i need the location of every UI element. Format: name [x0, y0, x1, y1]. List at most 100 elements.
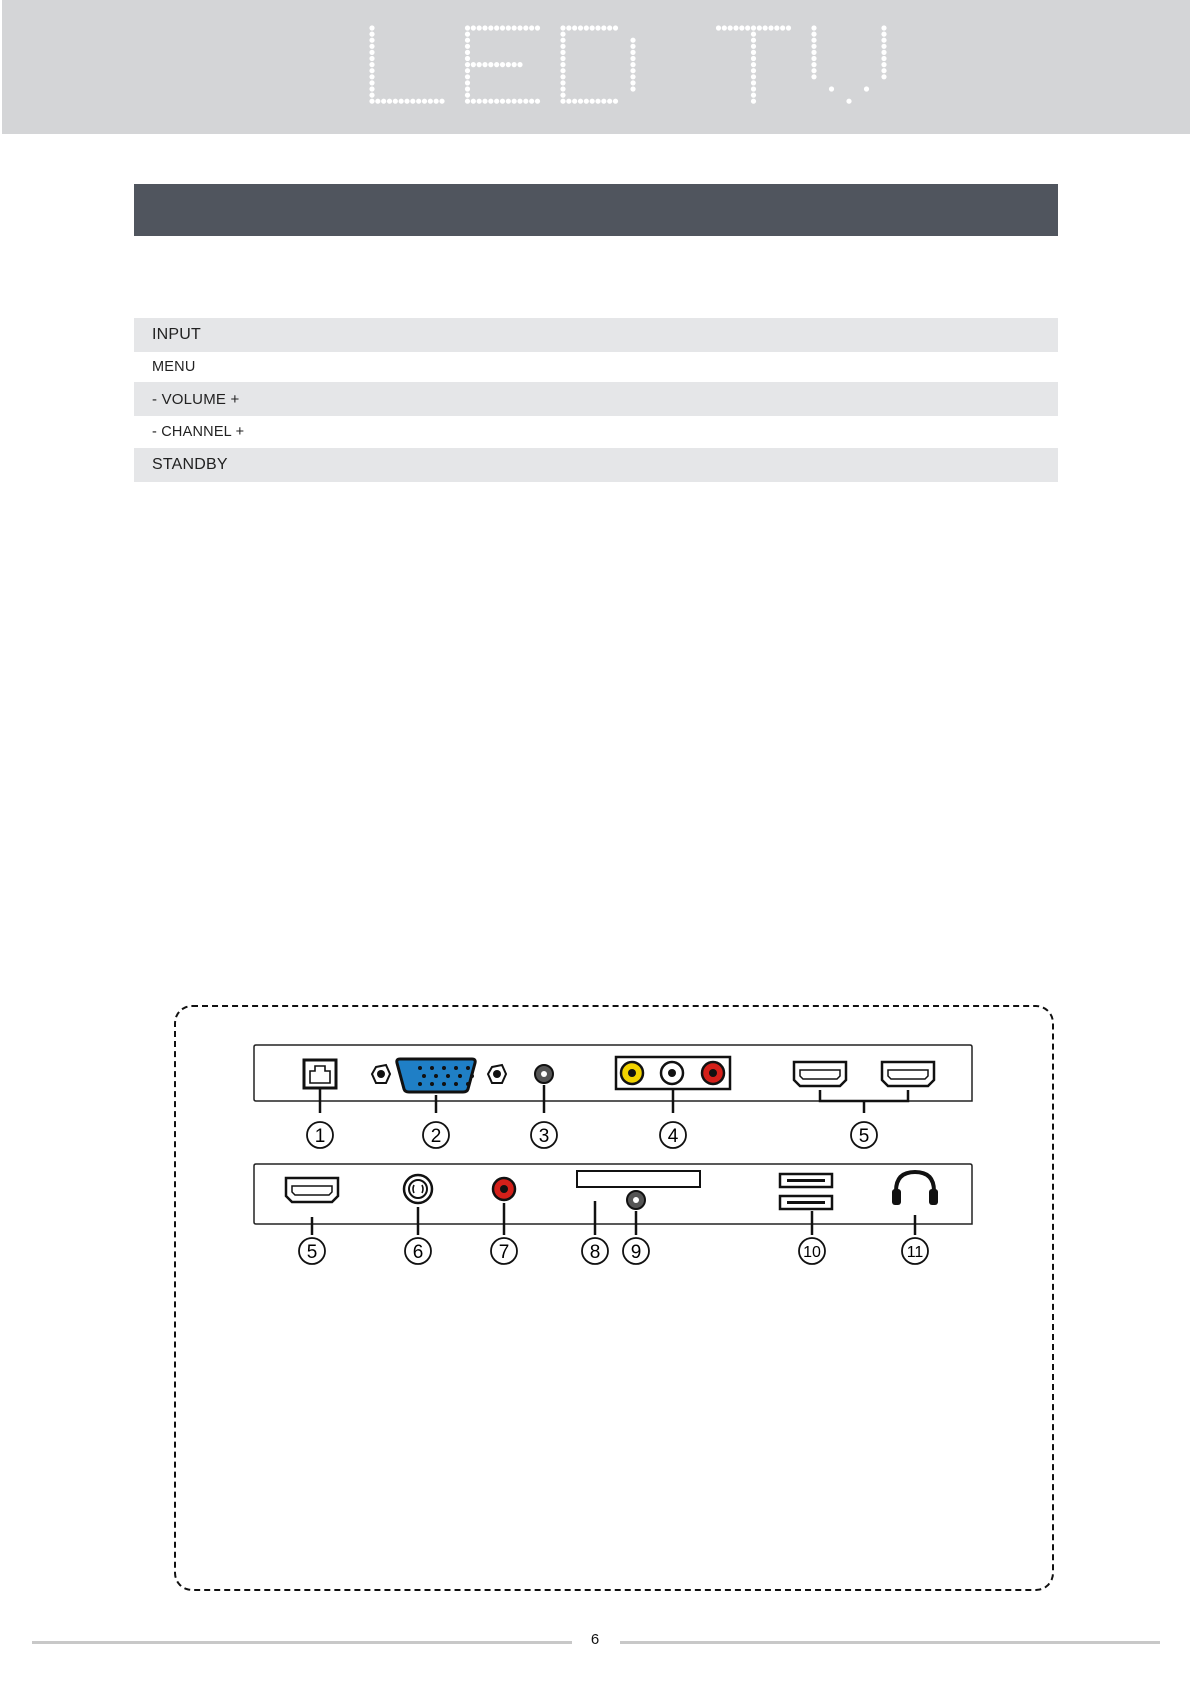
led-dot	[470, 98, 476, 104]
led-dot	[560, 62, 566, 68]
callout-7: 7	[490, 1237, 518, 1265]
led-dot	[369, 86, 375, 92]
led-dot	[811, 25, 817, 31]
control-row-standby: STANDBY	[134, 448, 1058, 482]
vga-pin	[422, 1074, 426, 1078]
led-dot	[595, 25, 601, 31]
led-dot	[560, 98, 566, 104]
page-number: 6	[590, 1631, 600, 1648]
led-dot	[750, 31, 757, 37]
led-dot	[589, 25, 595, 31]
vga-pin	[466, 1082, 470, 1086]
led-dot	[476, 62, 482, 68]
led-dot	[529, 25, 535, 31]
led-dot	[369, 49, 375, 56]
led-dot	[750, 86, 757, 92]
led-dot	[560, 55, 566, 62]
led-dot	[589, 98, 595, 104]
av-rca-inputs-icon	[614, 1055, 732, 1113]
bottom-panel-outline	[253, 1163, 973, 1225]
led-dot	[566, 98, 572, 104]
svg-text:4: 4	[668, 1126, 679, 1147]
led-dot	[386, 98, 393, 104]
svg-text:5: 5	[307, 1242, 318, 1263]
led-dot	[529, 98, 535, 104]
led-dot	[369, 92, 375, 98]
vga-pin	[454, 1066, 458, 1070]
led-dot	[846, 98, 852, 104]
led-dot	[470, 25, 476, 31]
led-dot	[572, 98, 578, 104]
led-dot	[630, 86, 636, 92]
vga-pin	[442, 1082, 446, 1086]
led-dot	[811, 55, 817, 62]
hdmi-ports-top	[792, 1060, 936, 1113]
led-dot	[560, 37, 566, 43]
led-dot	[630, 37, 636, 43]
led-dot	[499, 98, 506, 104]
led-dot	[811, 68, 817, 74]
led-dot	[464, 92, 471, 98]
led-dot	[369, 37, 375, 43]
headphone-icon	[892, 1169, 938, 1235]
led-dot	[566, 25, 572, 31]
led-dot	[756, 25, 762, 31]
led-dot	[464, 49, 471, 56]
led-dot	[762, 25, 768, 31]
led-dot	[750, 49, 757, 56]
led-dot	[780, 25, 786, 31]
rj45-port-icon	[302, 1058, 338, 1113]
led-dot	[745, 25, 751, 31]
svg-text:2: 2	[431, 1126, 442, 1147]
vga-pin	[442, 1066, 446, 1070]
svg-text:5: 5	[859, 1126, 870, 1147]
led-dot	[494, 62, 500, 68]
led-dot	[715, 25, 722, 31]
led-dot	[517, 62, 523, 68]
led-dot	[464, 98, 471, 104]
led-dot	[739, 25, 745, 31]
led-dot	[560, 49, 566, 56]
led-dot	[577, 25, 584, 31]
svg-text:7: 7	[499, 1242, 510, 1263]
led-dot	[630, 43, 636, 49]
vga-pin	[434, 1074, 438, 1078]
led-dot	[601, 25, 607, 31]
svg-text:1: 1	[315, 1126, 326, 1147]
led-dot	[421, 98, 428, 104]
led-dot	[482, 25, 488, 31]
led-dot	[583, 25, 589, 31]
led-dot	[560, 68, 566, 74]
svg-text:3: 3	[539, 1126, 550, 1147]
led-dot	[427, 98, 433, 104]
led-dot	[404, 98, 410, 104]
led-dot	[416, 98, 422, 104]
control-label: - CHANNEL +	[152, 424, 245, 440]
led-dot	[369, 98, 375, 104]
led-dot	[768, 25, 774, 31]
led-dot	[774, 25, 780, 31]
svg-text:9: 9	[631, 1242, 642, 1263]
callout-1: 1	[306, 1121, 334, 1149]
led-dot	[534, 25, 541, 31]
led-dot	[881, 43, 887, 49]
led-dot	[601, 98, 607, 104]
led-dot	[630, 55, 636, 62]
mini-jack-icon	[626, 1190, 646, 1235]
control-label: INPUT	[152, 326, 201, 343]
led-dot	[721, 25, 727, 31]
led-dot	[881, 25, 887, 31]
led-dot	[863, 86, 870, 92]
svg-text:11: 11	[907, 1244, 924, 1261]
led-dot	[476, 25, 482, 31]
led-dot	[881, 74, 887, 80]
led-dot	[470, 62, 476, 68]
control-row-volume: - VOLUME +	[134, 382, 1058, 416]
led-dot	[595, 98, 601, 104]
led-dot	[381, 98, 387, 104]
led-dot	[612, 25, 619, 31]
led-dot	[517, 98, 523, 104]
svg-text:10: 10	[803, 1244, 821, 1261]
led-dot	[785, 25, 792, 31]
led-dot	[583, 98, 589, 104]
